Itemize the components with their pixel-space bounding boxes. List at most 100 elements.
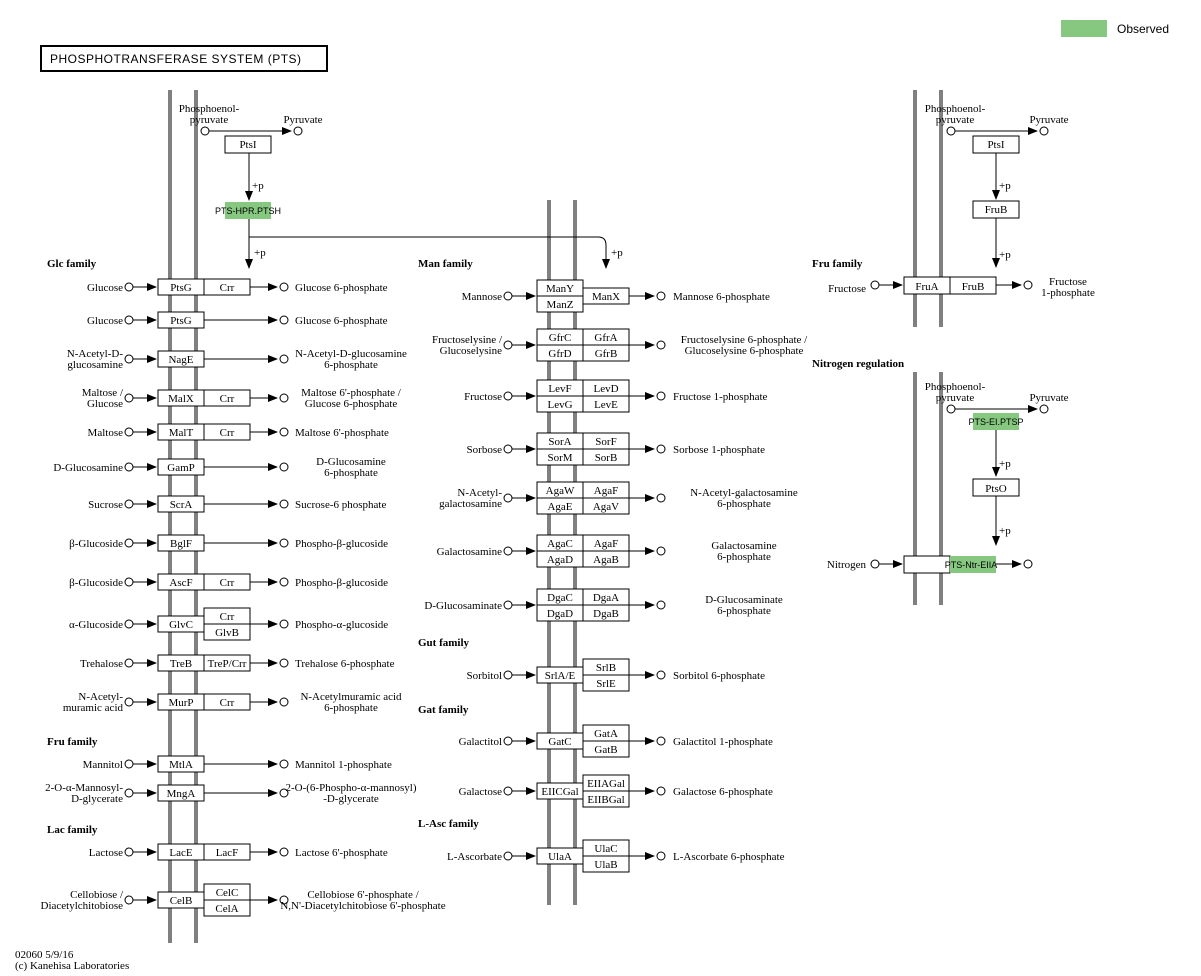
gene-box-agad[interactable]: AgaD	[536, 550, 584, 568]
gene-box-frua[interactable]: FruA	[903, 276, 951, 295]
compound-node[interactable]	[124, 847, 134, 857]
compound-node[interactable]	[124, 619, 134, 629]
gene-box-crr[interactable]: Crr	[203, 693, 251, 711]
gene-box-frub-top[interactable]: FruB	[972, 200, 1020, 219]
gene-box-crr[interactable]: Crr	[203, 573, 251, 591]
compound-node[interactable]	[279, 538, 289, 548]
compound-node[interactable]	[1023, 280, 1033, 290]
compound-node[interactable]	[946, 126, 956, 136]
gene-box-malt[interactable]: MalT	[157, 423, 205, 441]
compound-node[interactable]	[124, 697, 134, 707]
gene-box-gfrc[interactable]: GfrC	[536, 328, 584, 346]
compound-node[interactable]	[870, 280, 880, 290]
gene-box-dgaa[interactable]: DgaA	[582, 588, 630, 606]
gene-box-ptsi[interactable]: PtsI	[224, 135, 272, 154]
compound-node[interactable]	[503, 391, 513, 401]
gene-box-mnga[interactable]: MngA	[157, 784, 205, 802]
compound-node[interactable]	[279, 427, 289, 437]
compound-node[interactable]	[656, 546, 666, 556]
compound-node[interactable]	[503, 851, 513, 861]
gene-box-dgad[interactable]: DgaD	[536, 604, 584, 622]
compound-node[interactable]	[870, 559, 880, 569]
gene-box-glvc[interactable]: GlvC	[157, 615, 205, 633]
gene-box-agav[interactable]: AgaV	[582, 497, 630, 515]
gene-box-dgab[interactable]: DgaB	[582, 604, 630, 622]
compound-node[interactable]	[124, 895, 134, 905]
compound-node[interactable]	[279, 895, 289, 905]
compound-node[interactable]	[124, 354, 134, 364]
compound-node[interactable]	[200, 126, 210, 136]
gene-box-sorm[interactable]: SorM	[536, 448, 584, 466]
compound-node[interactable]	[656, 391, 666, 401]
gene-box-crr[interactable]: Crr	[203, 607, 251, 625]
gene-box-gata[interactable]: GatA	[582, 724, 630, 742]
compound-node[interactable]	[279, 354, 289, 364]
compound-node[interactable]	[656, 736, 666, 746]
compound-node[interactable]	[656, 670, 666, 680]
compound-node[interactable]	[279, 393, 289, 403]
compound-node[interactable]	[503, 340, 513, 350]
gene-box-mtla[interactable]: MtlA	[157, 755, 205, 773]
compound-node[interactable]	[124, 538, 134, 548]
gene-box-ntr-eiia[interactable]: PTS-Ntr-EIIA	[903, 555, 997, 574]
compound-node[interactable]	[946, 404, 956, 414]
gene-box-frub[interactable]: FruB	[949, 276, 997, 295]
gene-box-gfra[interactable]: GfrA	[582, 328, 630, 346]
compound-node[interactable]	[503, 786, 513, 796]
gene-box-dgac[interactable]: DgaC	[536, 588, 584, 606]
gene-box-agae[interactable]: AgaE	[536, 497, 584, 515]
gene-box-gatc[interactable]: GatC	[536, 732, 584, 750]
gene-box-lace[interactable]: LacE	[157, 843, 205, 861]
compound-node[interactable]	[124, 427, 134, 437]
gene-box-cela[interactable]: CelA	[203, 899, 251, 917]
gene-box-hpr[interactable]: PTS-HPR.PTSH	[215, 202, 281, 219]
gene-box-ulaa[interactable]: UlaA	[536, 847, 584, 865]
compound-node[interactable]	[124, 462, 134, 472]
compound-node[interactable]	[503, 670, 513, 680]
gene-box-gfrb[interactable]: GfrB	[582, 344, 630, 362]
compound-node[interactable]	[279, 462, 289, 472]
gene-box-malx[interactable]: MalX	[157, 389, 205, 407]
gene-box-crr[interactable]: Crr	[203, 278, 251, 296]
gene-box-crr[interactable]: Crr	[203, 389, 251, 407]
compound-node[interactable]	[279, 658, 289, 668]
compound-node[interactable]	[656, 444, 666, 454]
compound-node[interactable]	[656, 291, 666, 301]
compound-node[interactable]	[279, 577, 289, 587]
gene-box-celc[interactable]: CelC	[203, 883, 251, 901]
compound-node[interactable]	[279, 847, 289, 857]
gene-box-leve[interactable]: LevE	[582, 395, 630, 413]
compound-node[interactable]	[656, 340, 666, 350]
compound-node[interactable]	[503, 291, 513, 301]
compound-node[interactable]	[503, 444, 513, 454]
gene-box-agaw[interactable]: AgaW	[536, 481, 584, 499]
gene-box-celb[interactable]: CelB	[157, 891, 205, 909]
compound-node[interactable]	[1039, 126, 1049, 136]
compound-node[interactable]	[279, 759, 289, 769]
compound-node[interactable]	[1023, 559, 1033, 569]
gene-box-ptsg[interactable]: PtsG	[157, 278, 205, 296]
compound-node[interactable]	[279, 499, 289, 509]
gene-box-ulac[interactable]: UlaC	[582, 839, 630, 857]
compound-node[interactable]	[503, 546, 513, 556]
gene-box-treb[interactable]: TreB	[157, 654, 205, 672]
gene-box-sorb[interactable]: SorB	[582, 448, 630, 466]
gene-box-gamp[interactable]: GamP	[157, 458, 205, 476]
gene-box-lacf[interactable]: LacF	[203, 843, 251, 861]
gene-box-ulab[interactable]: UlaB	[582, 855, 630, 873]
gene-box-manz[interactable]: ManZ	[536, 295, 584, 313]
gene-box-gfrd[interactable]: GfrD	[536, 344, 584, 362]
gene-box-many[interactable]: ManY	[536, 279, 584, 297]
gene-box-manx[interactable]: ManX	[582, 287, 630, 305]
gene-box-ptsi-right[interactable]: PtsI	[972, 135, 1020, 154]
compound-node[interactable]	[124, 788, 134, 798]
compound-node[interactable]	[279, 619, 289, 629]
gene-box-ptsg[interactable]: PtsG	[157, 311, 205, 329]
gene-box-agaf[interactable]: AgaF	[582, 481, 630, 499]
gene-box-levg[interactable]: LevG	[536, 395, 584, 413]
compound-node[interactable]	[124, 759, 134, 769]
gene-box-bglf[interactable]: BglF	[157, 534, 205, 552]
compound-node[interactable]	[124, 499, 134, 509]
gene-box-trep-crr[interactable]: TreP/Crr	[203, 654, 251, 672]
compound-node[interactable]	[279, 282, 289, 292]
